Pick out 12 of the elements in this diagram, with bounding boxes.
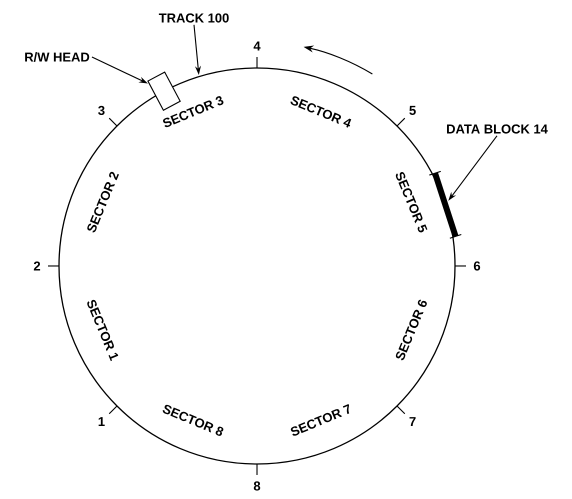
callout-text: R/W HEAD [25, 52, 90, 62]
tick-number: 6 [474, 261, 480, 271]
data-block-bar [429, 170, 462, 239]
tick-number: 4 [254, 42, 261, 50]
tick-number: 1 [98, 417, 105, 426]
callout-text: DATA BLOCK 14 [447, 124, 548, 134]
tick-number: 3 [98, 106, 105, 116]
tick-number: 2 [34, 261, 40, 270]
tick-number: 7 [410, 417, 416, 426]
tick-number: 8 [254, 481, 260, 491]
tick-number: 5 [409, 106, 416, 115]
callout-text: TRACK 100 [158, 13, 229, 23]
